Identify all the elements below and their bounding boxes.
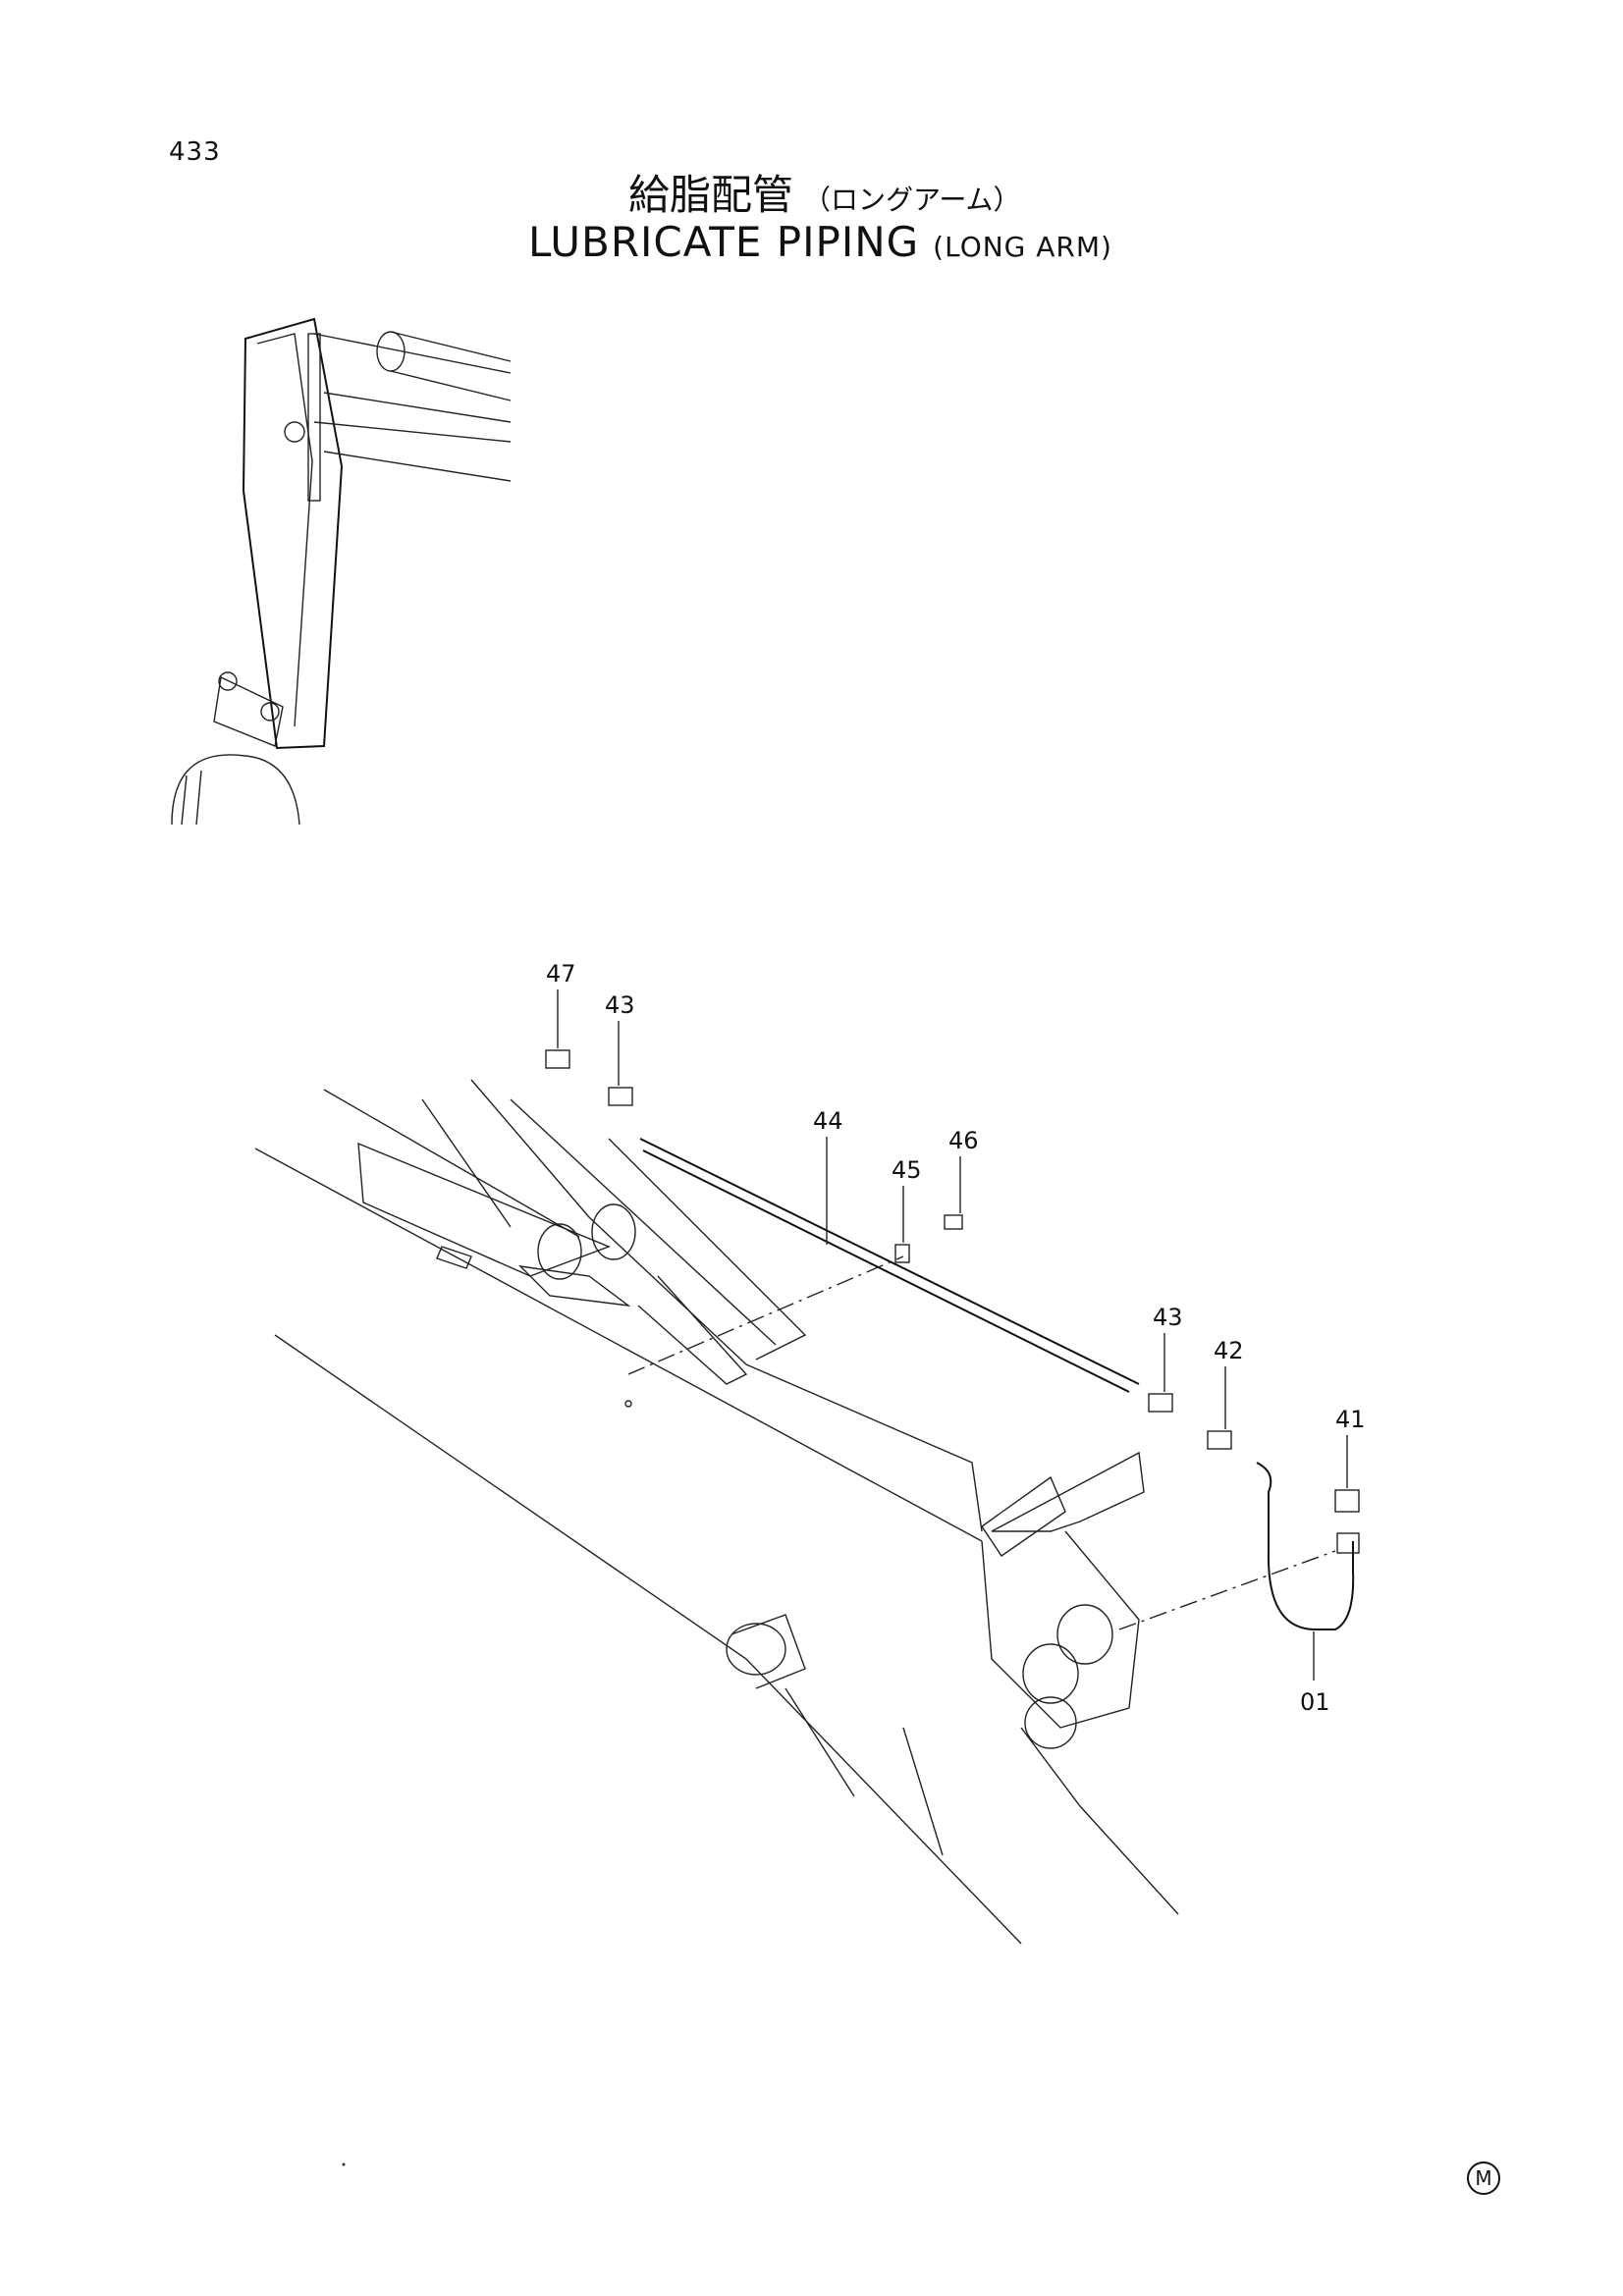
clip-left: [436, 1246, 472, 1269]
arm-end-plate: [981, 1530, 1140, 1729]
end-pin-c: [1024, 1696, 1077, 1749]
boss-left: [537, 1223, 582, 1280]
small-washer: [624, 1400, 632, 1408]
pipe-44-inner: [642, 1149, 1130, 1393]
adapter-42: [1207, 1430, 1232, 1450]
inset-bucket: [171, 754, 300, 826]
overview-inset: [171, 317, 512, 826]
arm-assembly: [254, 1079, 1179, 1945]
inset-boom-lines: [313, 333, 512, 482]
end-pin-a: [1022, 1643, 1079, 1704]
centerline-01: [1118, 1550, 1336, 1630]
callout-45: 45: [892, 1156, 922, 1184]
callout-46: 46: [948, 1127, 979, 1154]
inset-link-pin-b: [260, 702, 280, 721]
hose-01-fitting: [1336, 1532, 1360, 1554]
stray-dot: [342, 2163, 346, 2166]
title-japanese-main: 給脂配管: [628, 171, 794, 219]
arm-ref-line-d: [510, 1098, 777, 1346]
inset-arm-body: [242, 317, 344, 750]
callout-44: 44: [813, 1107, 843, 1135]
arm-bracket-outline: [608, 1138, 807, 1361]
title-japanese: 給脂配管 （ロングアーム）: [628, 162, 1021, 222]
hose-01: [1256, 1462, 1355, 1630]
arm-top-edge: [254, 1148, 983, 1542]
arm-ref-line-b: [421, 1098, 512, 1228]
inset-arm-edge: [256, 333, 313, 727]
inset-cylinder: [390, 331, 512, 401]
boss-left-b: [591, 1203, 636, 1260]
arm-ref-line-c: [470, 1079, 747, 1365]
manufacturer-mark: M: [1467, 2162, 1500, 2195]
stay-plate-left: [357, 1142, 611, 1277]
title-english-main: LUBRICATE PIPING: [528, 218, 920, 266]
arm-side-edge: [274, 1334, 1022, 1945]
adapter-43-upper: [608, 1087, 633, 1106]
boss-bottom: [726, 1623, 786, 1676]
arm-lower-lines: [784, 1687, 1179, 1915]
elbow-41: [1334, 1489, 1360, 1513]
inset-link: [213, 675, 284, 747]
centerline-45: [627, 1255, 904, 1375]
adapter-43-lower: [1148, 1393, 1173, 1413]
inset-link-pin-a: [218, 671, 238, 691]
arm-slot: [637, 1275, 748, 1385]
arm-body-line: [745, 1363, 983, 1532]
arm-rib: [518, 1265, 631, 1308]
arm-ref-line-a: [323, 1089, 580, 1238]
inset-bucket-lines: [181, 770, 202, 826]
inset-pin: [284, 421, 305, 443]
leader-lines: [557, 989, 1348, 1681]
inset-lube-pipe: [307, 333, 321, 502]
callout-01: 01: [1300, 1688, 1330, 1716]
grease-nipple-47: [545, 1049, 570, 1069]
bracket-right: [981, 1475, 1066, 1557]
callout-47: 47: [546, 960, 576, 988]
callout-43-lower: 43: [1153, 1304, 1183, 1331]
title-japanese-sub: （ロングアーム）: [803, 184, 1021, 216]
callout-41: 41: [1335, 1406, 1366, 1433]
callout-43-upper: 43: [605, 991, 635, 1019]
lube-piping: [545, 1049, 1360, 1630]
bolt-46: [944, 1214, 963, 1230]
callout-42: 42: [1214, 1337, 1244, 1364]
pipe-44: [639, 1138, 1140, 1385]
clamp-45: [894, 1244, 910, 1263]
page-number: 433: [169, 137, 221, 167]
boss-bottom-edge: [730, 1614, 806, 1689]
end-pin-b: [1056, 1604, 1113, 1665]
stay-plate-right: [991, 1451, 1145, 1532]
title-english-sub: (LONG ARM): [933, 231, 1112, 263]
title-english: LUBRICATE PIPING (LONG ARM): [528, 218, 1112, 266]
